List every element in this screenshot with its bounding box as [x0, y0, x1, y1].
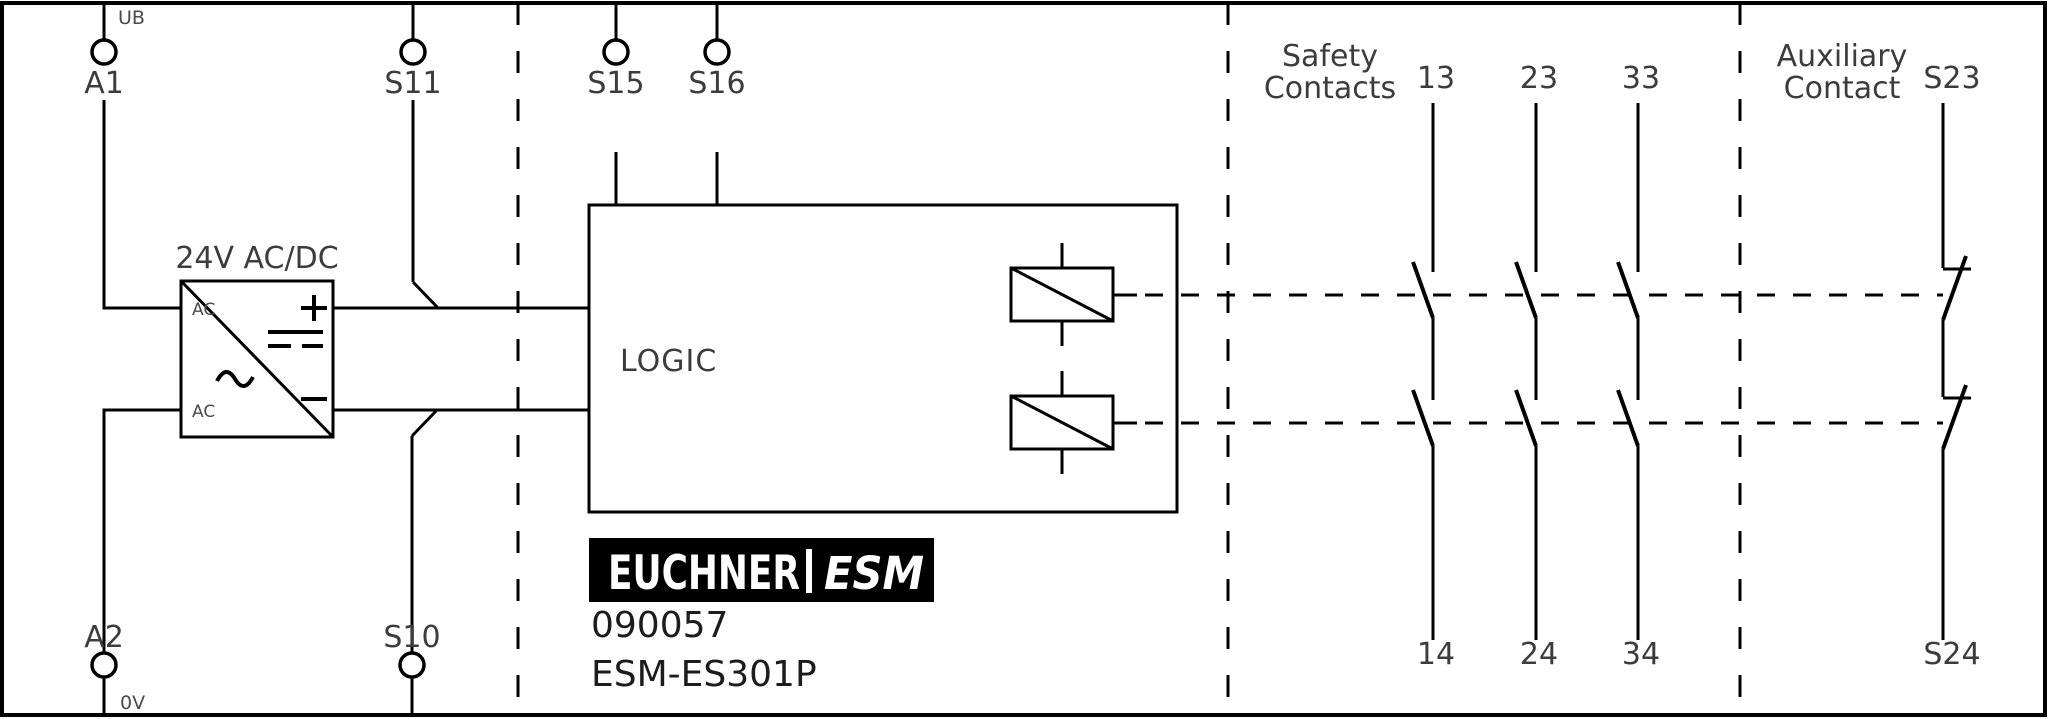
- logo-wordmark: EUCHNER: [608, 546, 800, 601]
- svg-text:Safety: Safety: [1282, 39, 1378, 74]
- contact-bottom-label: 14: [1417, 637, 1455, 672]
- terminal-label: S15: [587, 66, 644, 101]
- no-contact-23-24: 23 24: [1514, 61, 1558, 672]
- contact-symbol: [1514, 101, 1538, 642]
- zero-v-rail-label: 0V: [120, 692, 145, 714]
- svg-text:Contacts: Contacts: [1264, 71, 1396, 106]
- terminal-label: A1: [84, 66, 124, 101]
- logic-block: LOGIC: [587, 203, 1179, 514]
- wire: [102, 408, 181, 653]
- contact-bottom-label: S24: [1923, 637, 1980, 672]
- power-supply-box: [179, 279, 335, 439]
- ac-input-label-top: AC: [192, 300, 215, 320]
- contact-bottom-label: 34: [1622, 637, 1660, 672]
- terminal-circle: [703, 38, 731, 66]
- ac-input-label-bottom: AC: [192, 402, 215, 422]
- svg-text:Contact: Contact: [1784, 71, 1901, 106]
- contact-top-label: S23: [1923, 61, 1980, 96]
- terminal-s16: S16: [688, 3, 746, 205]
- order-number: 090057: [591, 605, 728, 646]
- junction-branch: [411, 280, 440, 310]
- terminal-label: S10: [383, 620, 440, 655]
- contact-top-label: 13: [1417, 61, 1455, 96]
- terminal-circle: [90, 651, 118, 679]
- power-supply-title: 24V AC/DC: [175, 241, 338, 276]
- terminal-label: S11: [384, 66, 441, 101]
- terminal-circle: [398, 651, 426, 679]
- nc-contact-s23-s24: S23 S24: [1923, 61, 1980, 672]
- converter-diagonal: [180, 280, 334, 438]
- contact-symbol: [1411, 101, 1435, 642]
- contact-symbol: [1941, 101, 1973, 642]
- terminal-circle: [90, 38, 118, 66]
- no-contact-33-34: 33 34: [1616, 61, 1660, 672]
- logic-label: LOGIC: [620, 344, 717, 379]
- euchner-logo: EUCHNER ESM: [589, 538, 934, 602]
- safety-contacts-header: Safety Contacts: [1264, 39, 1396, 106]
- relay-coil-2: [1009, 369, 1139, 476]
- wire: [102, 100, 181, 310]
- model-number: ESM-ES301P: [591, 654, 817, 695]
- logo-background: [589, 538, 934, 602]
- terminal-s11: S11: [384, 3, 442, 310]
- contact-symbol: [1616, 101, 1640, 642]
- logo-divider: [806, 549, 812, 593]
- terminal-a1: A1: [84, 3, 181, 310]
- dc-symbol: [268, 330, 323, 348]
- plus-symbol: [301, 295, 327, 321]
- terminal-circle: [602, 38, 630, 66]
- terminal-a2: A2: [84, 408, 181, 713]
- power-supply-block: 24V AC/DC AC AC: [175, 241, 339, 439]
- ac-sine-symbol: [215, 370, 255, 388]
- no-contact-13-14: 13 14: [1411, 61, 1455, 672]
- auxiliary-contact-header: Auxiliary Contact: [1777, 39, 1908, 106]
- svg-text:Auxiliary: Auxiliary: [1777, 39, 1908, 74]
- contact-bottom-label: 24: [1520, 637, 1558, 672]
- terminal-s15: S15: [587, 3, 645, 205]
- terminal-label: S16: [688, 66, 745, 101]
- contact-top-label: 33: [1622, 61, 1660, 96]
- terminal-circle: [399, 38, 427, 66]
- junction-branch: [410, 408, 439, 438]
- terminal-label: A2: [84, 620, 124, 655]
- logic-box: [587, 203, 1179, 514]
- logo-division: ESM: [824, 547, 924, 600]
- contact-top-label: 23: [1520, 61, 1558, 96]
- relay-coil-1: [1009, 241, 1139, 348]
- terminal-s10: S10: [383, 408, 441, 713]
- ub-rail-label: UB: [118, 7, 145, 29]
